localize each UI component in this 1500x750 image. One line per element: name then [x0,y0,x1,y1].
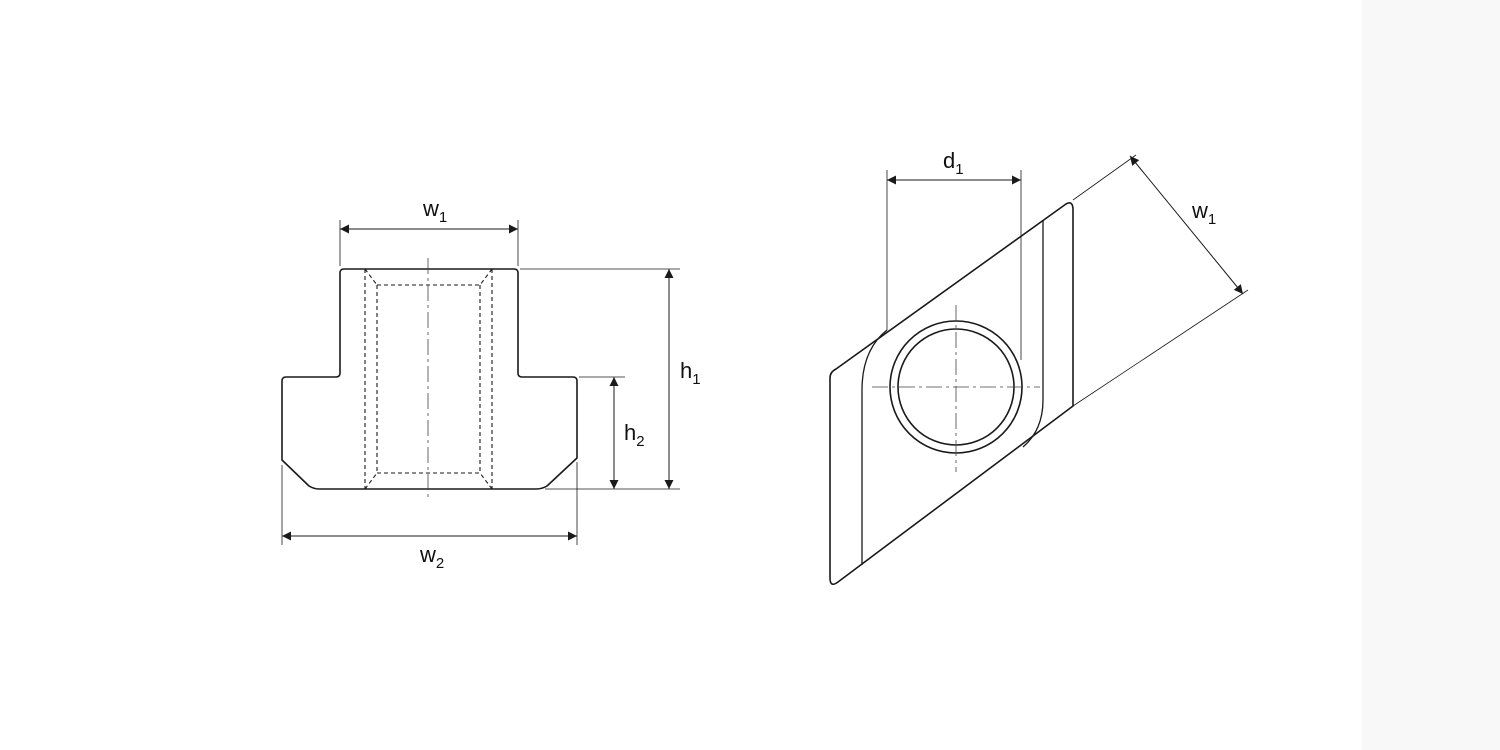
right-margin-strip [1362,0,1500,750]
top-extension-lines [886,154,1249,407]
top-d1-label: d1 [943,148,964,178]
side-w2-label: w2 [419,542,444,572]
top-view: d1 w1 [829,148,1249,586]
side-w1-label: w1 [422,196,447,226]
right-chamfer-curve [1022,220,1044,448]
top-w1-label: w1 [1191,198,1216,228]
side-view: w1 w2 h1 h2 [281,196,701,572]
hidden-thread-lines [364,268,493,490]
t-nut-outline [281,268,578,490]
rhombus-outline [829,202,1074,586]
side-h2-label: h2 [624,420,645,450]
side-h1-label: h1 [680,358,701,388]
left-chamfer-curve [861,329,888,565]
hole-center-lines [872,305,1040,472]
top-w1-dimension-line [1129,155,1244,295]
